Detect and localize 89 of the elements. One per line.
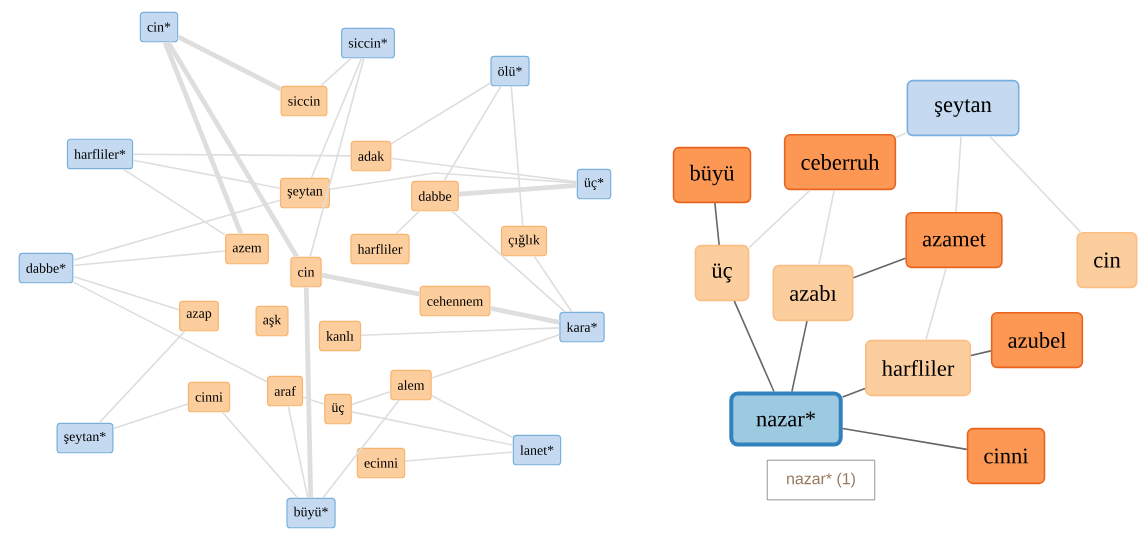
graph-node-box: büyü*	[286, 497, 336, 529]
graph-node-box: harfliler	[865, 339, 972, 397]
graph-node-box: azamet	[905, 211, 1003, 269]
edge-line	[98, 330, 186, 424]
edge-line	[714, 202, 720, 246]
edge-line	[132, 159, 281, 190]
edge-line	[166, 41, 299, 258]
edge-line	[841, 387, 866, 398]
edge-line	[390, 157, 578, 183]
graph-node-box: cin	[290, 256, 322, 288]
edge-line	[321, 272, 420, 297]
edge-line	[132, 153, 352, 157]
edge-line	[72, 250, 226, 267]
tooltip-box: nazar* (1)	[766, 459, 876, 501]
graph-node-box: ecinni	[356, 447, 406, 479]
graph-node-box: azap	[179, 300, 219, 332]
graph-node-box: aşk	[255, 305, 289, 337]
edge-line	[310, 57, 363, 179]
edge-line	[72, 281, 268, 383]
graph-node-box: cin*	[139, 11, 179, 43]
graph-node-box: üç*	[576, 168, 612, 200]
edge-line	[221, 411, 299, 499]
edge-line	[390, 82, 492, 145]
edge-line	[733, 300, 775, 393]
edge-line	[748, 189, 811, 249]
graph-node-box: azubel	[990, 311, 1084, 369]
graph-node-box: cinni	[966, 427, 1046, 485]
graph-node-box: adak	[350, 140, 392, 172]
edge-line	[443, 85, 502, 182]
selected-node-box: nazar*	[729, 391, 843, 447]
edge-line	[955, 135, 962, 213]
graph-node-box: lanet*	[512, 434, 562, 466]
graph-node-box: ölü*	[490, 55, 530, 87]
edge-line	[72, 275, 180, 311]
graph-node-box: dabbe	[411, 180, 459, 212]
graph-node-box: şeytan	[906, 79, 1020, 137]
graph-node-box: cinni	[187, 381, 231, 413]
edge-line	[791, 320, 808, 393]
edge-line	[895, 132, 908, 139]
edge-line	[533, 255, 573, 313]
edge-line	[404, 451, 514, 462]
edge-line	[458, 182, 577, 197]
graph-node-box: azabı	[772, 264, 854, 322]
edge-line	[112, 403, 189, 430]
graph-node-box: harfliler	[350, 233, 410, 265]
edge-line	[351, 411, 514, 446]
edge-line	[322, 399, 400, 499]
edge-line	[510, 85, 524, 227]
edge-line	[451, 210, 566, 313]
edge-line	[320, 57, 352, 87]
graph-node-box: şeytan*	[56, 422, 114, 454]
edge-line	[122, 168, 226, 236]
edge-line	[970, 350, 992, 357]
graph-node-box: şeytan	[279, 177, 330, 209]
edge-line	[988, 135, 1082, 233]
edge-line	[360, 327, 561, 336]
graph-node-box: çığlık	[500, 225, 548, 257]
graph-node-box: siccin	[280, 85, 328, 117]
graph-node-box: büyü	[672, 146, 752, 204]
edge-line	[177, 34, 282, 92]
edge-line	[72, 199, 281, 261]
edge-line	[430, 333, 561, 379]
edge-line	[351, 391, 392, 406]
graph-node-box: alem	[390, 369, 432, 401]
edge-line	[309, 57, 365, 258]
edge-line	[818, 189, 835, 266]
edge-line	[430, 394, 514, 439]
edge-line	[303, 287, 314, 498]
graph-node-box: araf	[267, 375, 304, 407]
graph-node-box: dabbe*	[18, 252, 74, 284]
edge-line	[287, 405, 309, 499]
graph-node-box: siccin*	[341, 27, 395, 59]
graph-node-box: cehennem	[419, 285, 491, 317]
graph-node-box: azem	[225, 233, 269, 265]
edge-line	[925, 267, 947, 341]
graph-node-box: üç	[324, 393, 352, 425]
graph-node-box: harfliler*	[66, 138, 134, 170]
edge-line	[841, 427, 968, 451]
graph-node-box: üç	[694, 244, 750, 302]
graph-node-box: kara*	[559, 311, 605, 343]
edge-line	[162, 41, 244, 235]
edge-line	[329, 172, 578, 190]
graph-node-box: cin	[1076, 231, 1138, 289]
graph-node-box: kanlı	[318, 320, 362, 352]
edge-line	[489, 305, 560, 325]
edge-line	[302, 396, 325, 406]
edge-line	[852, 257, 907, 279]
graph-node-box: ceberruh	[783, 133, 897, 191]
edge-line	[395, 210, 420, 235]
